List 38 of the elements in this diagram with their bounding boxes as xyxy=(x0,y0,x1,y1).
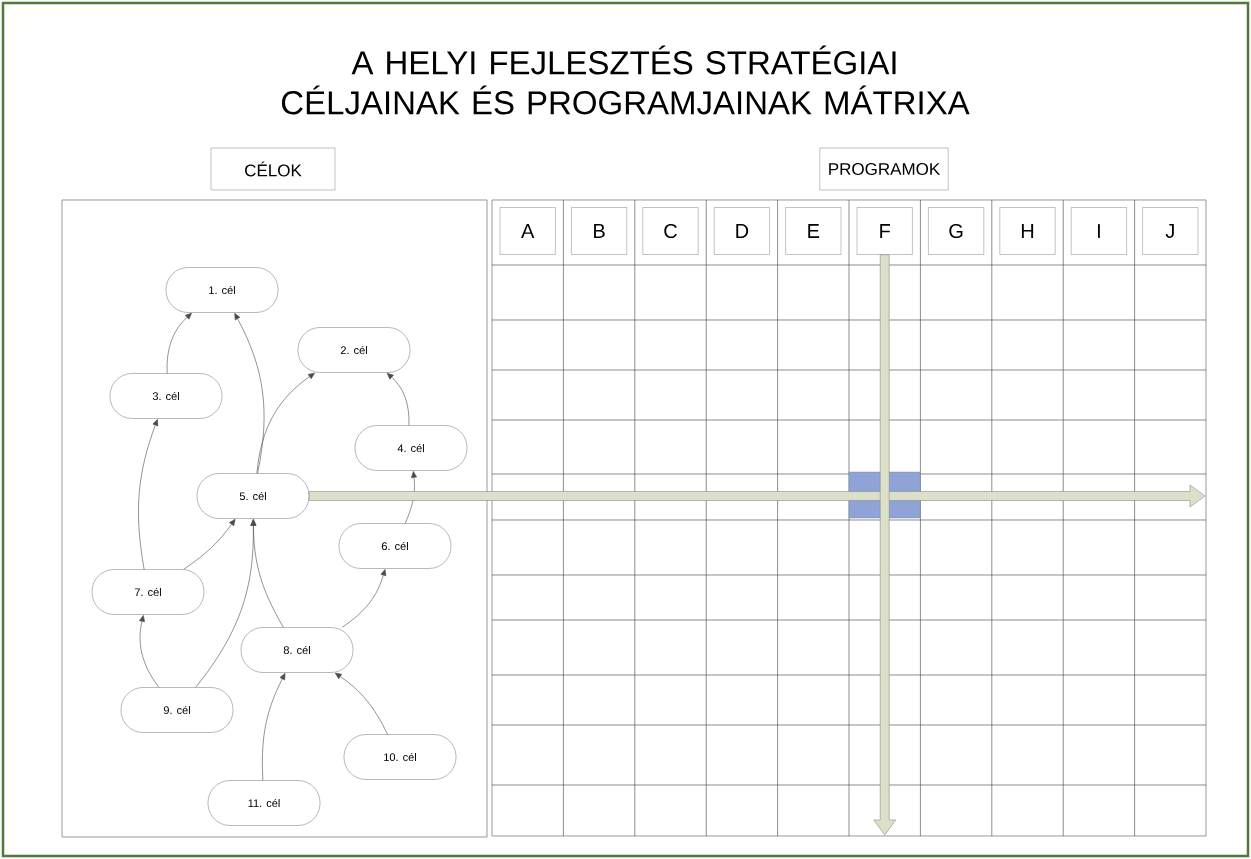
column-header-box: A xyxy=(499,207,556,255)
goal-box: 3. cél xyxy=(109,373,223,419)
arrow xyxy=(262,673,286,781)
arrow xyxy=(138,419,159,570)
column-header-box: I xyxy=(1071,207,1127,255)
arrow xyxy=(250,519,284,628)
arrow xyxy=(195,519,257,688)
goal-box: 9. cél xyxy=(120,687,234,733)
arrow xyxy=(341,569,387,628)
arrow xyxy=(139,615,160,688)
arrow xyxy=(386,372,410,426)
goal-box: 1. cél xyxy=(165,267,279,313)
goal-box: 8. cél xyxy=(240,627,354,673)
goal-box: 11. cél xyxy=(207,780,321,826)
arrow xyxy=(183,519,236,570)
column-header-box: D xyxy=(714,207,770,255)
goal-box: 4. cél xyxy=(354,425,468,471)
heading-box: PROGRAMOK xyxy=(819,147,949,191)
column-header-box: F xyxy=(856,207,913,255)
goal-box: 2. cél xyxy=(297,327,411,373)
arrow xyxy=(166,312,192,374)
heading-box: CÉLOK xyxy=(210,147,336,191)
column-header-box: G xyxy=(928,207,984,255)
arrow xyxy=(334,672,388,735)
goal-box: 7. cél xyxy=(91,569,205,615)
column-header-box: J xyxy=(1142,207,1199,255)
column-header-box: C xyxy=(642,207,699,255)
block-arrow xyxy=(873,254,896,836)
column-header-box: E xyxy=(785,207,842,255)
arrow xyxy=(234,313,265,474)
goal-box: 10. cél xyxy=(343,734,457,780)
block-arrow xyxy=(308,484,1206,508)
column-header-box: H xyxy=(999,207,1056,255)
title: A HELYI FEJLESZTÉS STRATÉGIAI CÉLJAINAK ÉS PROGRAMJAINAK MÁTRIXA xyxy=(281,45,970,115)
goal-box: 5. cél xyxy=(196,473,310,519)
column-header-box: B xyxy=(571,207,627,255)
arrow xyxy=(256,372,315,474)
goal-box: 6. cél xyxy=(338,523,452,569)
